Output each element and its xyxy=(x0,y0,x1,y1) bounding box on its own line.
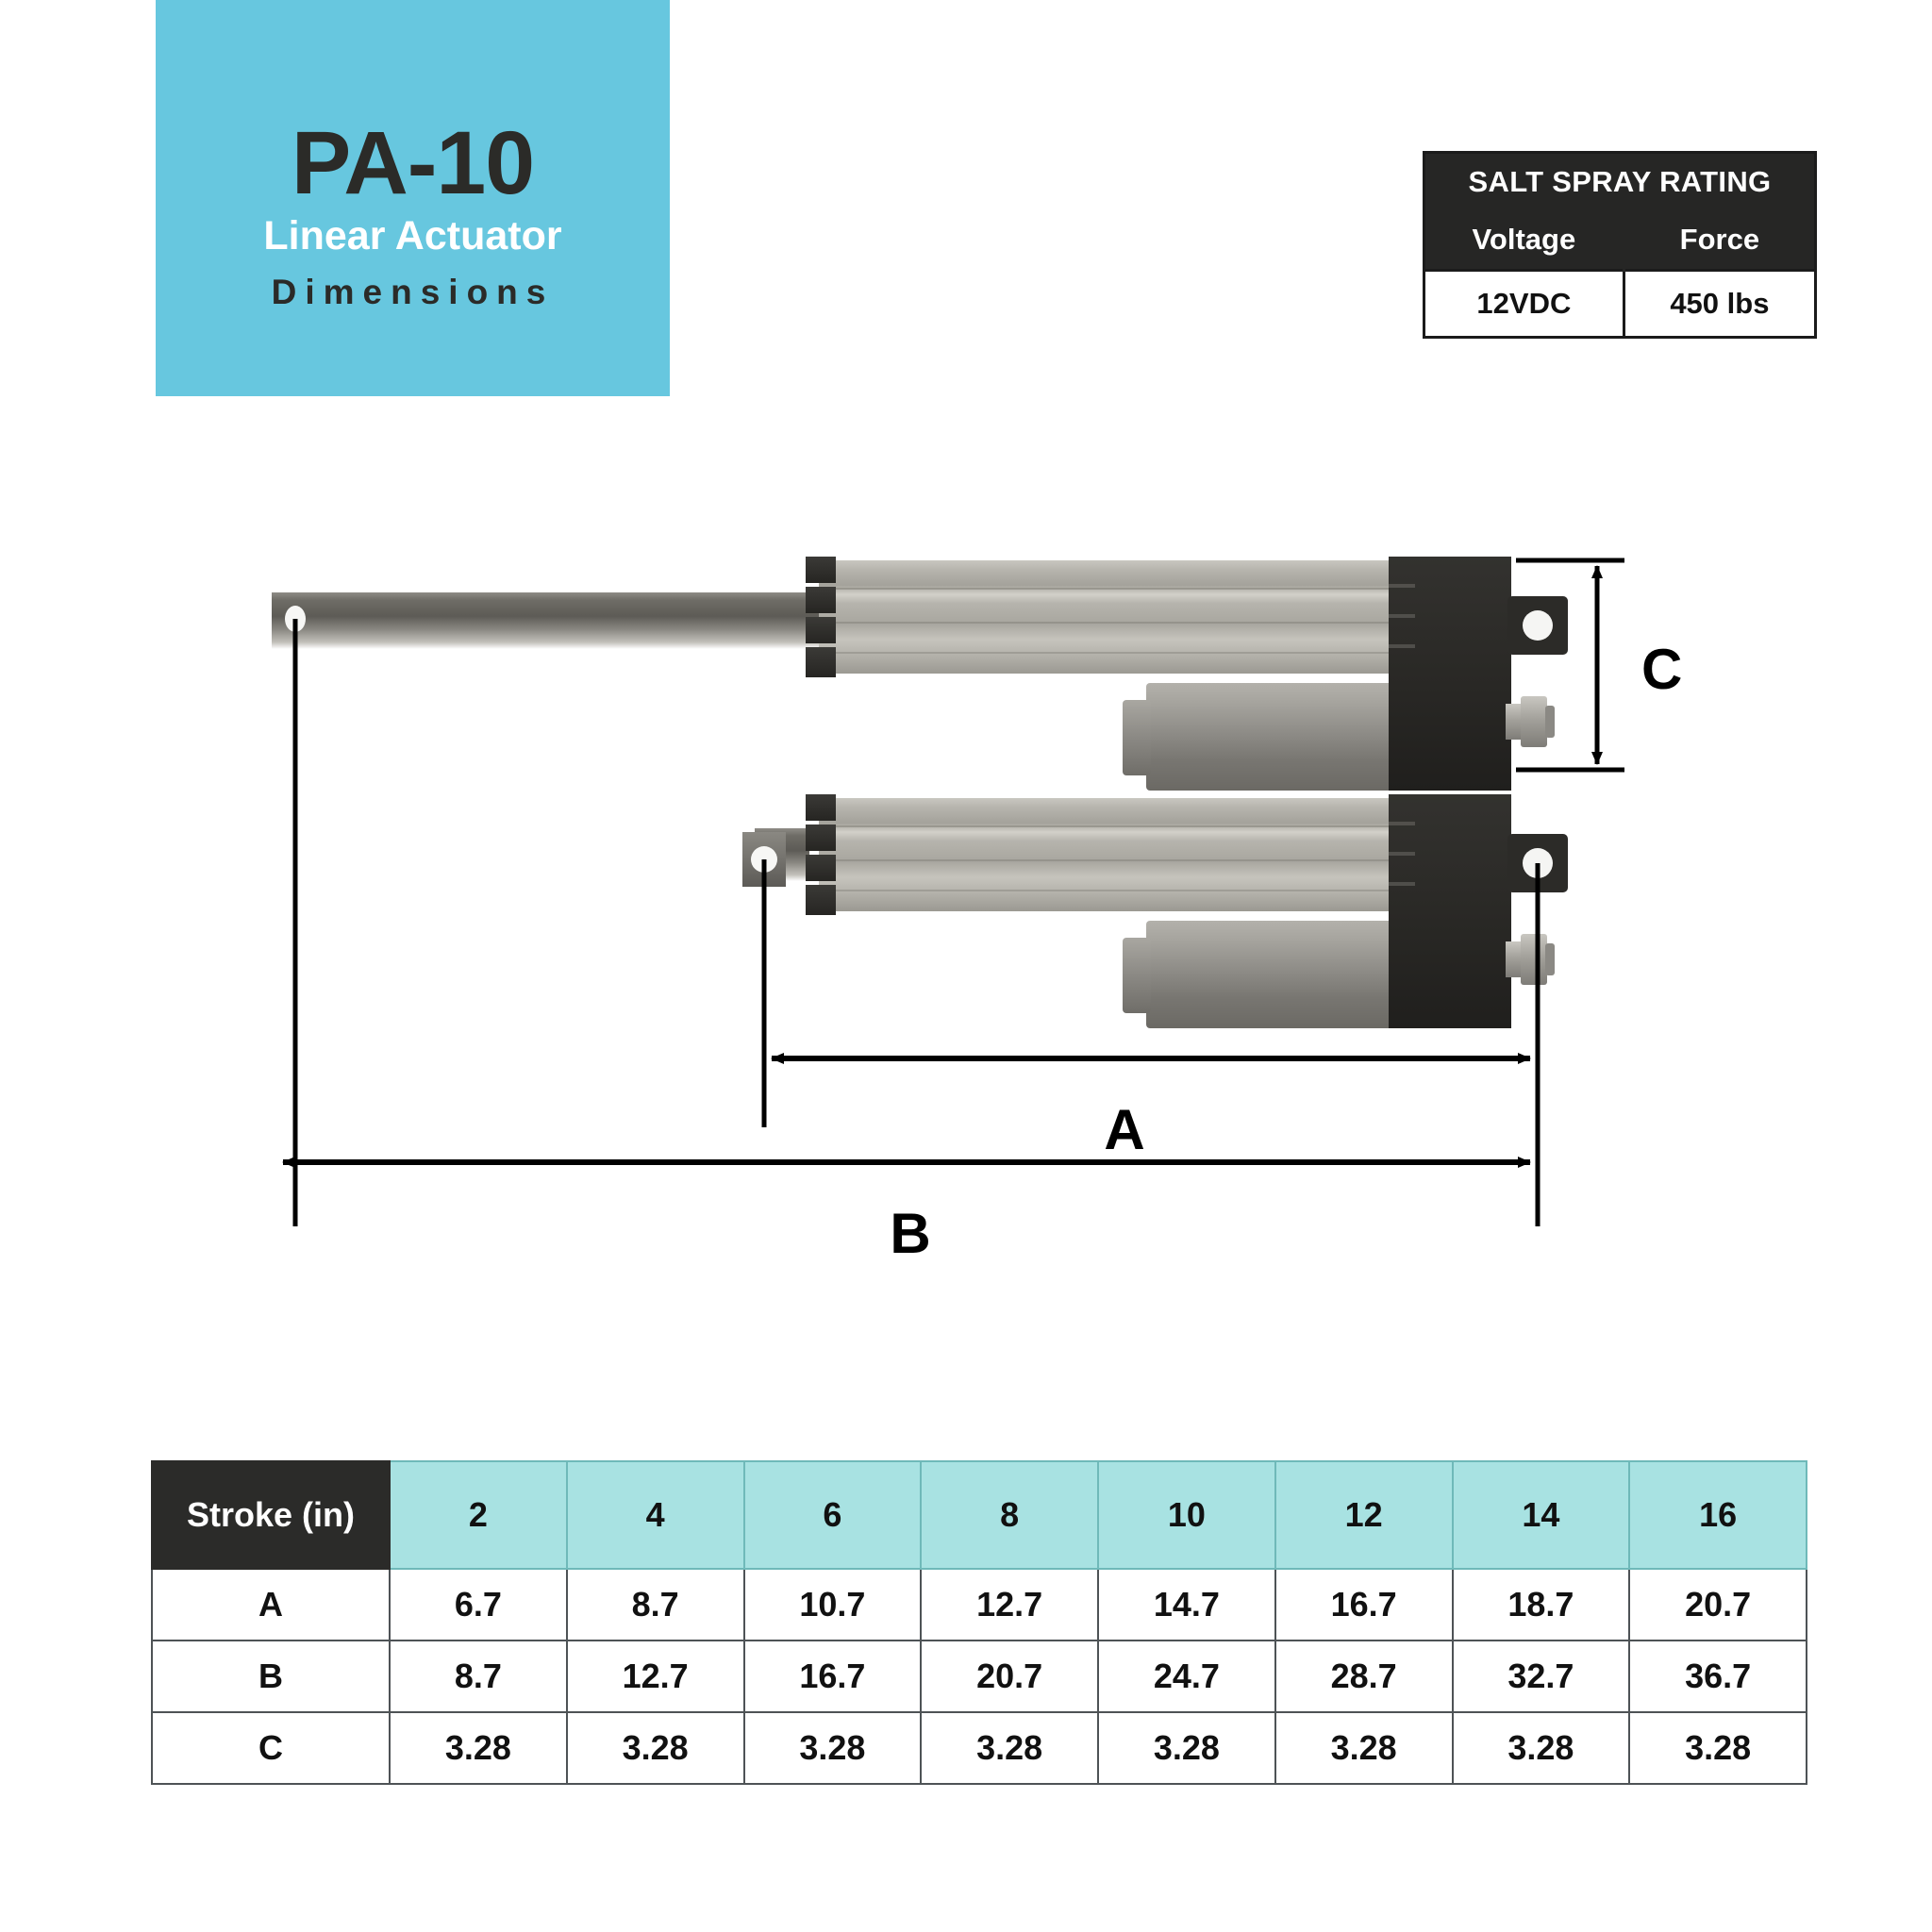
product-type: Linear Actuator xyxy=(263,212,562,258)
stroke-header-16: 16 xyxy=(1628,1460,1807,1570)
stroke-header-14: 14 xyxy=(1451,1460,1631,1570)
motor-end-cap xyxy=(1123,700,1151,775)
cell-b-14: 32.7 xyxy=(1451,1640,1631,1713)
front-collar-rings xyxy=(806,557,836,677)
motor-cylinder-2 xyxy=(1146,921,1429,1028)
cell-b-10: 24.7 xyxy=(1097,1640,1276,1713)
cell-c-10: 3.28 xyxy=(1097,1711,1276,1785)
spec-header-voltage: Voltage xyxy=(1423,210,1625,271)
power-connector xyxy=(1506,696,1555,747)
table-row: C 3.28 3.28 3.28 3.28 3.28 3.28 3.28 3.2… xyxy=(151,1711,1807,1785)
spec-header-force: Force xyxy=(1622,210,1818,271)
spec-value-voltage: 12VDC xyxy=(1423,269,1625,339)
stroke-header-12: 12 xyxy=(1274,1460,1454,1570)
cell-c-2: 3.28 xyxy=(389,1711,568,1785)
table-row: B 8.7 12.7 16.7 20.7 24.7 28.7 32.7 36.7 xyxy=(151,1640,1807,1713)
row-label-a: A xyxy=(151,1568,391,1641)
cell-c-4: 3.28 xyxy=(565,1711,745,1785)
cell-a-2: 6.7 xyxy=(389,1568,568,1641)
actuator-retracted xyxy=(742,794,1568,1028)
cell-a-14: 18.7 xyxy=(1451,1568,1631,1641)
power-connector-2 xyxy=(1506,934,1555,985)
cell-c-8: 3.28 xyxy=(920,1711,1099,1785)
extension-lines xyxy=(292,619,1541,1226)
extended-piston-rod xyxy=(272,592,819,649)
cell-b-16: 36.7 xyxy=(1628,1640,1807,1713)
rear-bracket-hole xyxy=(1523,610,1553,641)
cell-a-12: 16.7 xyxy=(1274,1568,1454,1641)
cell-b-2: 8.7 xyxy=(389,1640,568,1713)
dimension-table-header-row: Stroke (in) 2 4 6 8 10 12 14 16 xyxy=(151,1460,1807,1570)
dimension-table-corner-label: Stroke (in) xyxy=(151,1460,391,1570)
spec-header-row: Voltage Force xyxy=(1423,210,1818,271)
cell-b-8: 20.7 xyxy=(920,1640,1099,1713)
stroke-header-2: 2 xyxy=(389,1460,568,1570)
motor-cylinder xyxy=(1146,683,1429,791)
cell-b-4: 12.7 xyxy=(565,1640,745,1713)
salt-spray-rating-table: SALT SPRAY RATING Voltage Force 12VDC 45… xyxy=(1423,151,1818,339)
table-row: A 6.7 8.7 10.7 12.7 14.7 16.7 18.7 20.7 xyxy=(151,1568,1807,1641)
cell-a-6: 10.7 xyxy=(742,1568,923,1641)
dimension-label-a: A xyxy=(1104,1098,1144,1161)
spec-value-row: 12VDC 450 lbs xyxy=(1423,269,1818,339)
actuator-extended: C xyxy=(272,557,1682,791)
cell-c-14: 3.28 xyxy=(1451,1711,1631,1785)
rear-housing-slots xyxy=(1389,584,1415,648)
spec-table-title: SALT SPRAY RATING xyxy=(1423,151,1817,210)
cell-a-8: 12.7 xyxy=(920,1568,1099,1641)
dimension-c: C xyxy=(1516,558,1682,773)
front-collar-rings-2 xyxy=(806,794,836,915)
dimension-table: Stroke (in) 2 4 6 8 10 12 14 16 A 6.7 8.… xyxy=(151,1460,1807,1785)
cell-a-10: 14.7 xyxy=(1097,1568,1276,1641)
rear-housing-block-2 xyxy=(1389,794,1511,1028)
row-label-b: B xyxy=(151,1640,391,1713)
cell-a-4: 8.7 xyxy=(565,1568,745,1641)
product-name: PA-10 xyxy=(291,112,535,213)
cell-b-12: 28.7 xyxy=(1274,1640,1454,1713)
cell-c-12: 3.28 xyxy=(1274,1711,1454,1785)
cell-b-6: 16.7 xyxy=(742,1640,923,1713)
stroke-header-4: 4 xyxy=(565,1460,745,1570)
aluminum-outer-tube-2 xyxy=(819,798,1404,911)
row-label-c: C xyxy=(151,1711,391,1785)
aluminum-outer-tube xyxy=(819,560,1404,674)
stroke-header-10: 10 xyxy=(1097,1460,1276,1570)
cell-c-16: 3.28 xyxy=(1628,1711,1807,1785)
actuator-dimension-drawing: C xyxy=(272,557,1682,1265)
dimension-a: A xyxy=(771,1053,1531,1161)
cell-a-16: 20.7 xyxy=(1628,1568,1807,1641)
dimension-label-b: B xyxy=(890,1202,930,1265)
title-block: PA-10 Linear Actuator Dimensions xyxy=(156,0,670,396)
motor-end-cap-2 xyxy=(1123,938,1151,1013)
spec-value-force: 450 lbs xyxy=(1622,269,1818,339)
stroke-header-8: 8 xyxy=(920,1460,1099,1570)
dimension-label-c: C xyxy=(1641,638,1682,701)
rear-housing-slots-2 xyxy=(1389,822,1415,886)
rear-housing-block xyxy=(1389,557,1511,791)
rear-mounting-bracket xyxy=(1507,596,1568,655)
page-title: Dimensions xyxy=(271,273,555,312)
stroke-header-6: 6 xyxy=(742,1460,923,1570)
dimension-b: B xyxy=(282,1157,1531,1265)
cell-c-6: 3.28 xyxy=(742,1711,923,1785)
spec-title-row: SALT SPRAY RATING xyxy=(1423,151,1817,210)
